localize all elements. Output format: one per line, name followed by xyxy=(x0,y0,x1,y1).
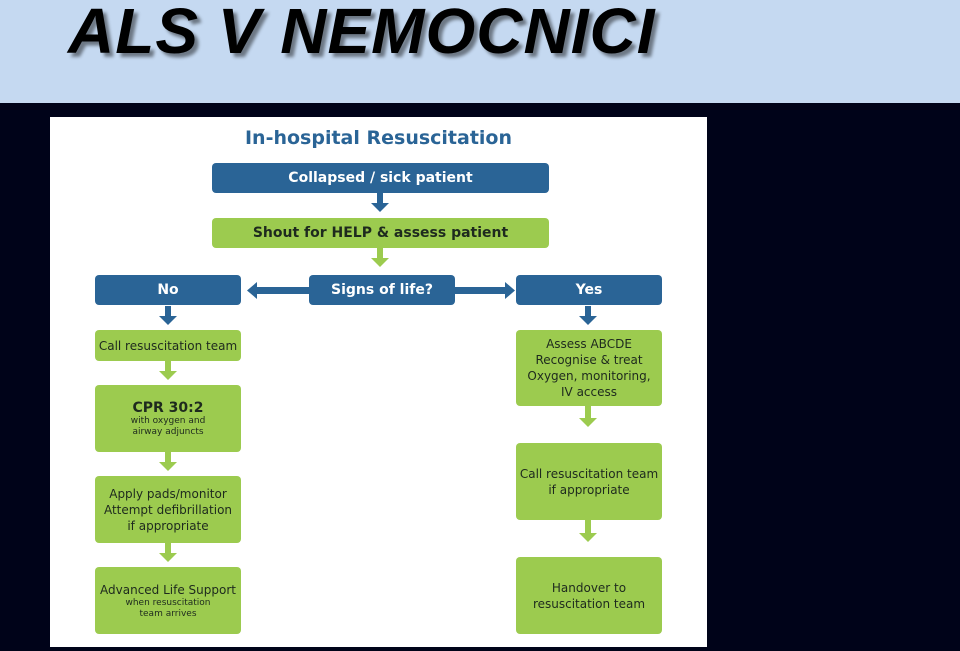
arrow-assess-to-decision xyxy=(371,248,389,267)
no-box: No xyxy=(95,275,241,305)
arrow-no-to-call xyxy=(159,306,177,325)
yes-call-line-2: if appropriate xyxy=(548,482,630,497)
slide-title: ALS V NEMOCNICI xyxy=(68,0,656,67)
arrow-abcde-to-call xyxy=(579,406,597,427)
yes-call-team-box: Call resuscitation team if appropriate xyxy=(516,443,662,520)
als-line-1: when resuscitation xyxy=(125,597,211,608)
call-team-box: Call resuscitation team xyxy=(95,330,241,361)
pads-box: Apply pads/monitor Attempt defibrillatio… xyxy=(95,476,241,543)
pads-line-3: if appropriate xyxy=(127,518,209,533)
pads-line-2: Attempt defibrillation xyxy=(103,502,233,517)
arrow-call-to-cpr xyxy=(159,361,177,380)
cpr-box: CPR 30:2 with oxygen and airway adjuncts xyxy=(95,385,241,452)
abcde-line-3: Oxygen, monitoring, xyxy=(527,369,651,383)
pads-line-1: Apply pads/monitor xyxy=(109,486,227,501)
abcde-line-2: Recognise & treat xyxy=(535,353,643,367)
assess-box: Shout for HELP & assess patient xyxy=(212,218,549,248)
call-team-label: Call resuscitation team xyxy=(98,338,238,353)
start-label: Collapsed / sick patient xyxy=(288,170,473,186)
arrow-yes-to-abcde xyxy=(579,306,597,325)
als-title: Advanced Life Support xyxy=(100,582,236,597)
flowchart-figure: In-hospital Resuscitation Collapsed / si… xyxy=(50,117,707,647)
als-line-2: team arrives xyxy=(139,608,197,619)
flowchart-arrows xyxy=(159,193,597,562)
decision-label: Signs of life? xyxy=(331,282,433,298)
start-box: Collapsed / sick patient xyxy=(212,163,549,193)
arrow-cpr-to-pads xyxy=(159,452,177,471)
arrow-call-to-handover xyxy=(579,520,597,542)
als-box: Advanced Life Support when resuscitation… xyxy=(95,567,241,634)
title-band xyxy=(0,0,960,103)
handover-line-1: Handover to xyxy=(551,580,627,595)
arrow-pads-to-als xyxy=(159,543,177,562)
abcde-box: Assess ABCDE Recognise & treat Oxygen, m… xyxy=(516,330,662,406)
abcde-line-4: IV access xyxy=(561,385,617,399)
handover-box: Handover to resuscitation team xyxy=(516,557,662,634)
arrow-decision-to-no xyxy=(247,282,309,299)
yes-box: Yes xyxy=(516,275,662,305)
assess-label: Shout for HELP & assess patient xyxy=(252,225,509,241)
yes-label: Yes xyxy=(575,282,603,298)
no-label: No xyxy=(157,282,179,298)
cpr-title: CPR 30:2 xyxy=(132,399,204,416)
cpr-line-2: airway adjuncts xyxy=(132,426,204,437)
yes-call-line-1: Call resuscitation team xyxy=(519,466,659,481)
handover-line-2: resuscitation team xyxy=(532,596,646,611)
arrow-decision-to-yes xyxy=(455,282,515,299)
arrow-start-to-assess xyxy=(371,193,389,212)
abcde-line-1: Assess ABCDE xyxy=(546,337,632,351)
flowchart-title: In-hospital Resuscitation xyxy=(244,127,513,149)
decision-box: Signs of life? xyxy=(309,275,455,305)
cpr-line-1: with oxygen and xyxy=(130,415,206,426)
